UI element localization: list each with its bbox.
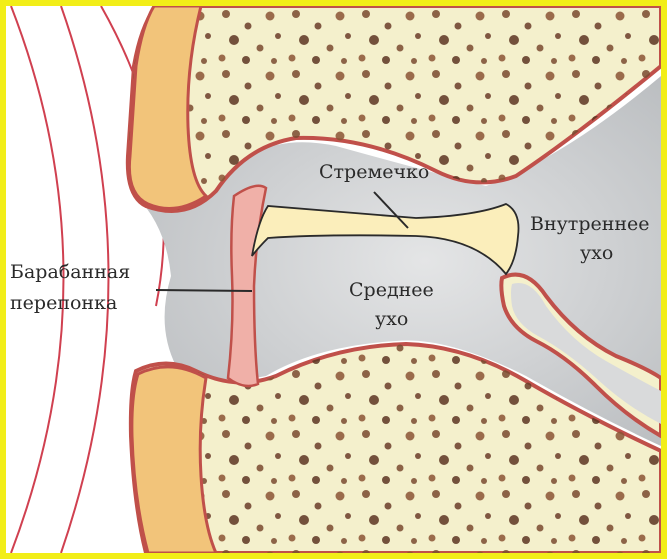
label-inner-ear-line2: ухо bbox=[580, 242, 613, 264]
label-eardrum-line1: Барабанная bbox=[10, 261, 130, 283]
eardrum-leader-line bbox=[156, 290, 252, 291]
label-eardrum-line2: перепонка bbox=[10, 292, 117, 314]
diagram-canvas: Стремечко Внутреннее ухо Барабанная пере… bbox=[6, 6, 661, 553]
label-middle-ear-line2: ухо bbox=[375, 308, 408, 330]
middle-ear-diagram: Стремечко Внутреннее ухо Барабанная пере… bbox=[6, 6, 661, 553]
label-middle-ear-line1: Среднее bbox=[349, 279, 434, 301]
label-inner-ear-line1: Внутреннее bbox=[530, 213, 650, 235]
label-stapes: Стремечко bbox=[319, 161, 429, 183]
